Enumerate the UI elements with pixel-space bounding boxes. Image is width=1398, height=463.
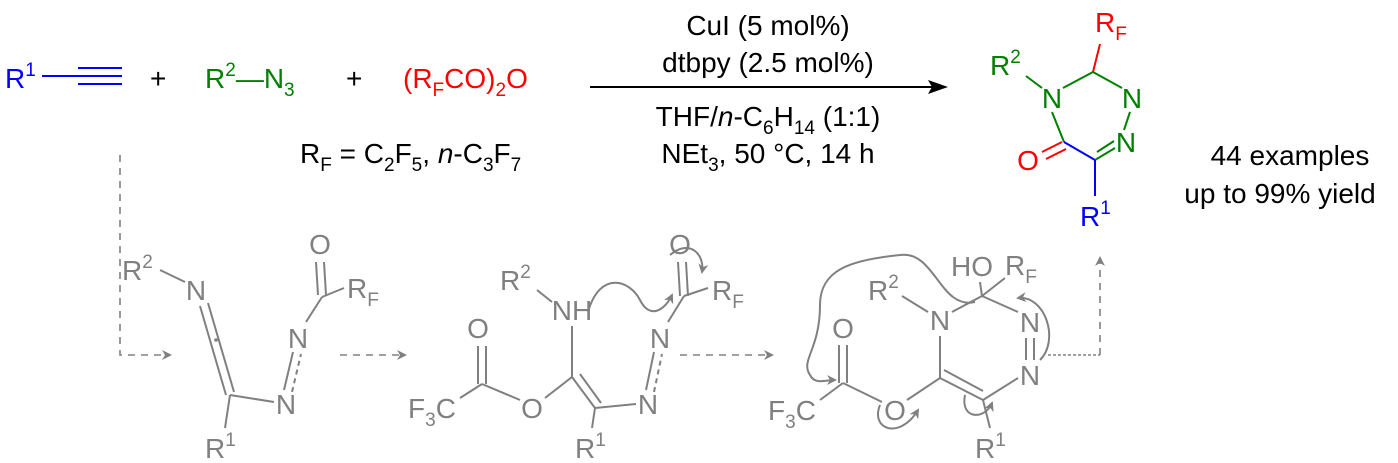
condition-ligand: dtbpy (2.5 mol%) <box>662 47 874 78</box>
svg-text:F3C: F3C <box>768 395 816 433</box>
condition-solvent: THF/n-C6H14 (1:1) <box>656 101 881 139</box>
intermediate-1: R2 N R1 N N O RF <box>122 229 379 463</box>
svg-text:O: O <box>309 229 331 260</box>
svg-text:N: N <box>930 305 950 336</box>
svg-text:R2: R2 <box>868 272 899 306</box>
svg-text:RF: RF <box>712 275 744 313</box>
svg-text:F3C: F3C <box>408 393 456 431</box>
svg-text:RF: RF <box>347 273 379 311</box>
mechanism-arrow <box>119 155 172 360</box>
curved-arrow <box>669 247 709 274</box>
plus-sign: + <box>150 63 166 94</box>
svg-text:N: N <box>1020 360 1040 391</box>
svg-text:RF: RF <box>1095 7 1127 45</box>
curved-arrow <box>877 404 920 430</box>
plus-sign: + <box>346 63 362 94</box>
svg-text:R2: R2 <box>122 252 153 286</box>
svg-text:R1: R1 <box>1080 198 1111 232</box>
svg-text:R2: R2 <box>500 262 531 296</box>
svg-text:R1: R1 <box>575 430 606 463</box>
svg-text:R1: R1 <box>205 430 236 463</box>
intermediate-3: F3C O O N R2 HO RF N N R1 <box>768 250 1051 463</box>
azide-reactant: R2—N3 <box>205 60 295 101</box>
product-triazinone: RF R2 N N N O R1 <box>990 7 1142 232</box>
svg-text:O: O <box>521 393 543 424</box>
svg-text:N: N <box>650 323 670 354</box>
svg-text:R1: R1 <box>5 60 36 94</box>
svg-text:N: N <box>288 323 308 354</box>
curved-arrow <box>806 253 976 386</box>
svg-text:N: N <box>1020 307 1040 338</box>
curved-arrow <box>587 281 674 313</box>
svg-text:N: N <box>1042 83 1062 114</box>
svg-text:O: O <box>832 313 854 344</box>
svg-text:R2: R2 <box>990 47 1021 81</box>
alkyne-reactant: R1 <box>5 60 122 94</box>
rf-definition: RF = C2F5, n-C3F7 <box>300 138 521 176</box>
svg-text:HO: HO <box>951 251 993 282</box>
svg-text:N: N <box>1116 127 1136 158</box>
svg-text:R1: R1 <box>975 430 1006 463</box>
svg-text:RF: RF <box>1005 250 1037 288</box>
curved-arrow <box>963 394 994 416</box>
reaction-arrow <box>590 80 948 94</box>
yield-range: up to 99% yield <box>1184 178 1375 209</box>
svg-text:N: N <box>1122 83 1142 114</box>
condition-catalyst: CuI (5 mol%) <box>686 10 849 41</box>
svg-text:O: O <box>1017 145 1039 176</box>
svg-text:N: N <box>638 389 658 420</box>
svg-text:N: N <box>276 389 296 420</box>
intermediate-2: F3C O O NH R2 R1 N N O RF <box>408 229 744 463</box>
curved-arrow <box>1016 292 1051 361</box>
svg-text:NH: NH <box>552 295 592 326</box>
examples-count: 44 examples <box>1211 140 1370 171</box>
condition-base-temp-time: NEt3, 50 °C, 14 h <box>661 138 874 176</box>
svg-text:N: N <box>186 275 206 306</box>
svg-text:O: O <box>467 313 489 344</box>
svg-text:O: O <box>884 395 906 426</box>
anhydride-reactant: (RFCO)2O <box>403 63 528 101</box>
svg-text:O: O <box>669 229 691 260</box>
